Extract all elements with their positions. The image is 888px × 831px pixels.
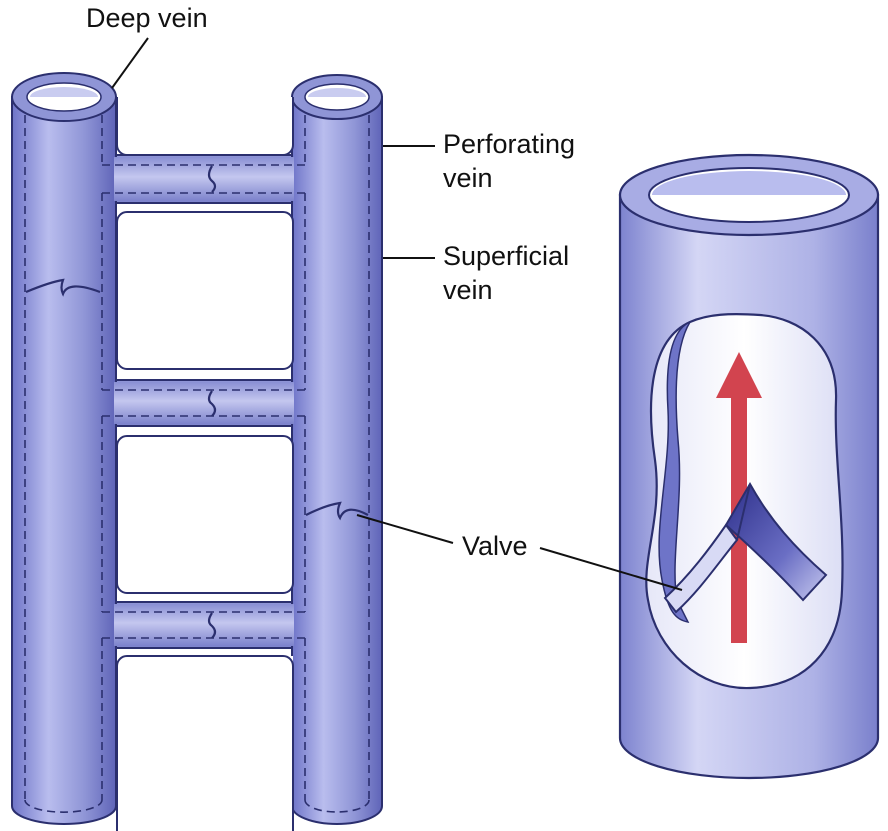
valve-leaflet-left: [663, 523, 739, 614]
ladder-gap-upper: [116, 211, 294, 370]
cutaway-valve: [663, 481, 828, 614]
deep-vein-leader: [111, 37, 149, 89]
deep-vein-label: Deep vein: [86, 3, 208, 33]
perforating-valve-top: [207, 165, 217, 193]
superficial-vein-valve: [305, 501, 369, 521]
deep-vein-valve: [25, 278, 101, 297]
superficial-vein-tube: [291, 96, 383, 825]
perforating-valve-bottom: [207, 612, 217, 639]
ladder-gap-lower: [116, 435, 294, 594]
cutaway-wall-edge: [658, 320, 692, 623]
perforating-vein-label-line1: Perforating: [443, 129, 576, 159]
deep-vein-tube: [11, 96, 117, 825]
cutaway-vein: [618, 153, 880, 780]
valve-leader-ladder: [356, 514, 454, 544]
perforating-vein-label-line2: vein: [443, 163, 493, 193]
vein-ladder: [11, 72, 383, 831]
superficial-vein-label-line1: Superficial: [443, 241, 570, 271]
valve-leader-cutaway: [539, 547, 683, 591]
superficial-vein-label-line2: vein: [443, 275, 493, 305]
valve-label: Valve: [462, 531, 528, 561]
valve-leaflet-right: [724, 481, 828, 602]
leader-lines: [111, 37, 683, 591]
perforating-valve-middle: [207, 390, 217, 417]
inner-wall-dashes: [24, 115, 370, 813]
ladder-valves: [25, 165, 369, 639]
